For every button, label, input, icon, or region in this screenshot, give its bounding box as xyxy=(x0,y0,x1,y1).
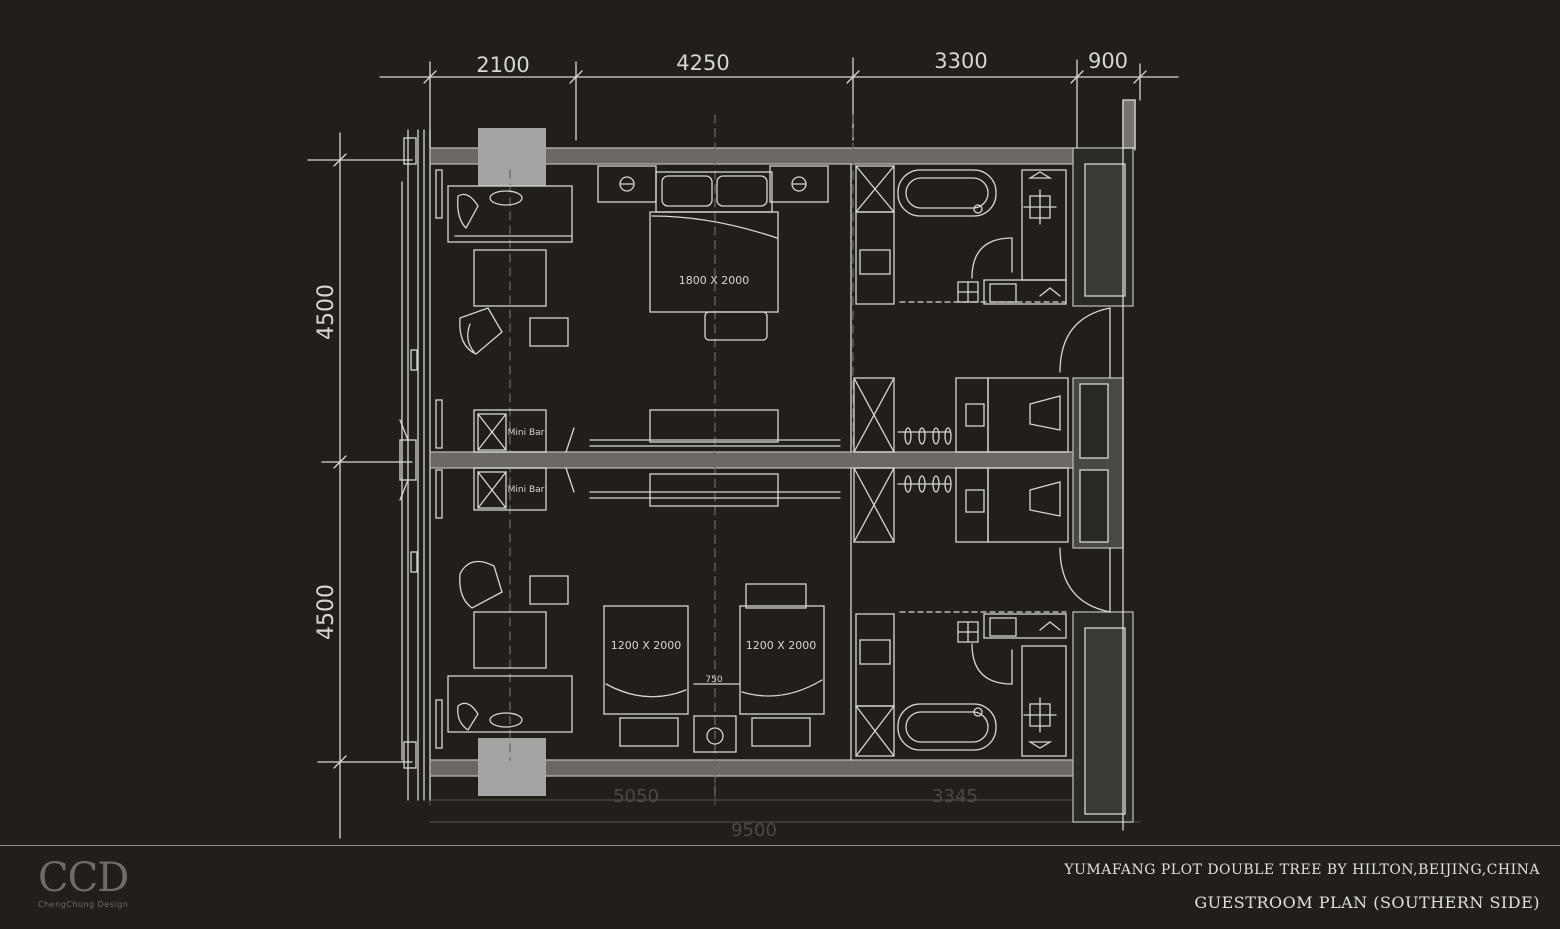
dim-bottom-3345: 3345 xyxy=(932,786,978,807)
lower-room-furniture xyxy=(447,467,841,753)
minibar-label-upper: Mini Bar xyxy=(508,428,545,438)
structural-columns xyxy=(478,128,546,796)
center-lines xyxy=(509,114,854,801)
project-title: YUMAFANG PLOT DOUBLE TREE BY HILTON,BEIJ… xyxy=(1064,862,1540,878)
logo-subtitle: ChengChung Design xyxy=(38,900,129,909)
window-wall xyxy=(399,129,443,801)
wardrobe-and-basin xyxy=(853,307,1111,613)
ccd-logo: CCD ChengChung Design xyxy=(38,855,129,909)
dim-left-4500-upper: 4500 xyxy=(314,284,339,340)
drawing-title: GUESTROOM PLAN (SOUTHERN SIDE) xyxy=(1194,893,1540,912)
dim-top-4250: 4250 xyxy=(676,51,729,75)
walls xyxy=(429,99,1136,831)
dim-bottom-9500: 9500 xyxy=(731,820,777,841)
upper-room-furniture xyxy=(447,165,841,453)
room-labels: 1800 X 2000 1200 X 2000 1200 X 2000 Mini… xyxy=(508,274,817,652)
left-dimension-line xyxy=(307,132,413,839)
dim-left-4500-lower: 4500 xyxy=(314,584,339,640)
minibar-label-lower: Mini Bar xyxy=(508,485,545,495)
dimension-labels: 2100 4250 3300 900 4500 4500 5050 3345 9… xyxy=(314,49,1128,841)
twin-bed-right-size: 1200 X 2000 xyxy=(746,639,817,652)
dim-top-3300: 3300 xyxy=(934,49,987,73)
dim-top-900: 900 xyxy=(1088,49,1128,73)
dim-bottom-5050: 5050 xyxy=(613,786,659,807)
footer-divider xyxy=(0,845,1560,846)
top-dimension-line xyxy=(379,57,1179,149)
twin-bed-left-size: 1200 X 2000 xyxy=(611,639,682,652)
dim-inner-750: 750 xyxy=(705,675,722,685)
dim-top-2100: 2100 xyxy=(476,53,529,77)
logo-mark: CCD xyxy=(38,855,129,901)
upper-bathroom xyxy=(855,165,1067,305)
king-bed-size: 1800 X 2000 xyxy=(679,274,750,287)
lower-bathroom xyxy=(855,611,1067,757)
